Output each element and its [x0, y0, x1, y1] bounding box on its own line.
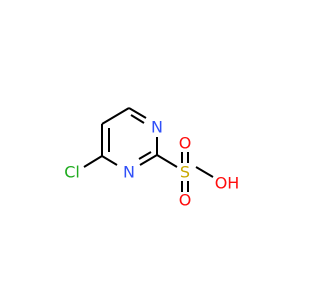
bond-n3-c4	[101, 155, 118, 166]
ring-bonds	[101, 107, 158, 166]
atom-label-n1: N	[151, 118, 163, 137]
atom-label-s: S	[180, 163, 190, 182]
bond-c2-n3-second	[138, 151, 152, 160]
bond-c6-n1-second	[130, 114, 145, 124]
bond-s-oh	[195, 166, 214, 178]
molecule-structure-drawing: Cl N N S O O OH	[64, 107, 239, 210]
atom-labels: Cl N N S O O OH	[64, 118, 239, 210]
atom-label-n3: N	[123, 163, 135, 182]
atom-label-o-bottom: O	[179, 191, 192, 210]
atom-label-o-top: O	[179, 134, 192, 153]
bond-c4-cl	[83, 155, 103, 168]
bond-c2-n3	[139, 154, 158, 166]
bond-c2-s	[156, 154, 178, 168]
atom-label-oh: OH	[215, 174, 240, 193]
atom-label-cl: Cl	[64, 163, 80, 182]
substituent-bonds	[83, 152, 214, 192]
bond-c5-c6	[101, 107, 130, 125]
bond-c6-n1	[128, 107, 147, 119]
